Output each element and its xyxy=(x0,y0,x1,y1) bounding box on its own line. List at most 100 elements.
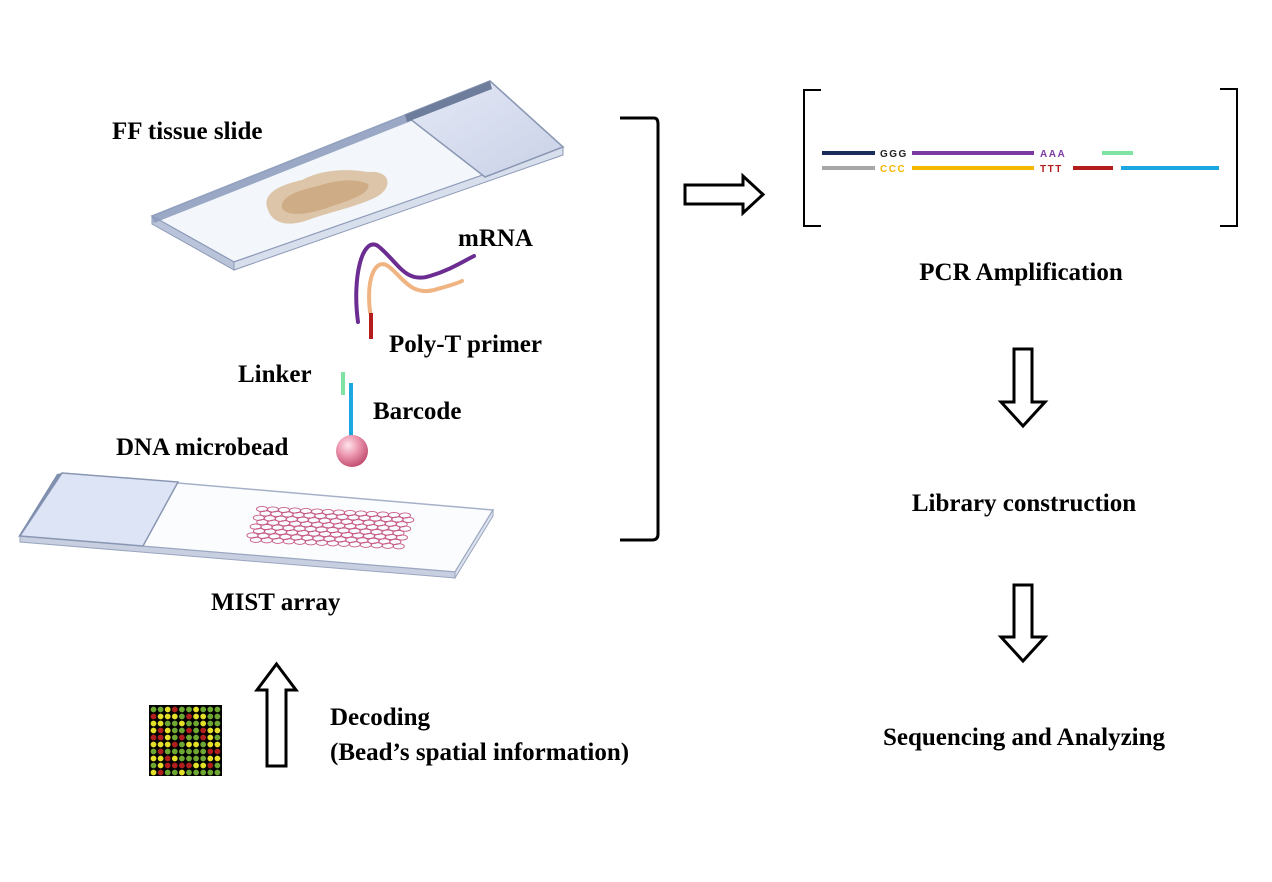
array-spot xyxy=(392,543,405,550)
decode-dot xyxy=(150,741,157,748)
decode-dot xyxy=(186,734,192,741)
decode-dot xyxy=(193,741,200,748)
decode-dot xyxy=(164,769,171,776)
decode-dot xyxy=(164,748,171,755)
decode-dot xyxy=(193,727,200,734)
decode-dot xyxy=(164,727,171,734)
mrna-strand xyxy=(354,242,476,324)
decode-dot xyxy=(207,734,214,741)
decode-dot xyxy=(193,762,200,769)
decode-dot xyxy=(164,713,171,720)
decode-dot xyxy=(179,734,185,741)
decode-dot xyxy=(214,720,221,727)
decode-dot xyxy=(171,720,178,727)
decode-dot xyxy=(186,741,192,748)
decode-dot xyxy=(186,755,192,762)
decode-dot xyxy=(214,734,221,741)
decode-dot xyxy=(171,748,178,755)
seq-aaa: AAA xyxy=(1040,149,1066,160)
library-construction-label: Library construction xyxy=(912,490,1136,517)
decode-dot xyxy=(193,734,200,741)
seq-ggg: GGG xyxy=(880,149,908,160)
decode-dot xyxy=(164,762,171,769)
mist-array-slide: MIST array xyxy=(18,472,495,616)
decode-dot xyxy=(150,734,157,741)
decode-dot xyxy=(171,706,178,713)
decode-dot xyxy=(157,762,164,769)
mist-array-label: MIST array xyxy=(211,589,341,616)
decode-dot xyxy=(179,762,185,769)
decode-dot xyxy=(207,748,214,755)
sequencing-analyzing-label: Sequencing and Analyzing xyxy=(883,724,1166,751)
decode-dot xyxy=(200,769,207,776)
decode-dot xyxy=(207,727,214,734)
decode-dot xyxy=(150,762,157,769)
decode-dot xyxy=(200,713,207,720)
decode-dot xyxy=(157,755,164,762)
dna-microbead-label: DNA microbead xyxy=(116,434,289,461)
decode-dot xyxy=(179,769,185,776)
decode-dot xyxy=(157,734,164,741)
decode-dot xyxy=(179,727,185,734)
tissue-section xyxy=(266,170,388,224)
decode-dot xyxy=(193,706,200,713)
decode-dot xyxy=(150,706,157,713)
decode-dot xyxy=(207,755,214,762)
pcr-amplification-label: PCR Amplification xyxy=(919,259,1123,286)
decode-dot xyxy=(214,762,221,769)
decode-dot xyxy=(157,741,164,748)
decode-dot xyxy=(207,769,214,776)
decode-dot xyxy=(186,762,192,769)
left-square-bracket xyxy=(803,89,821,227)
decode-dot xyxy=(207,720,214,727)
decode-dot xyxy=(157,713,164,720)
array-spot xyxy=(399,525,412,532)
decode-dot xyxy=(214,706,221,713)
decode-dot xyxy=(193,769,200,776)
mrna-label: mRNA xyxy=(458,225,533,252)
decode-dot xyxy=(200,762,207,769)
decode-dot xyxy=(157,727,164,734)
decode-dot xyxy=(171,713,178,720)
decode-dot xyxy=(186,769,192,776)
array-spot xyxy=(402,516,415,523)
decode-dot xyxy=(186,706,192,713)
decode-dot xyxy=(200,741,207,748)
decode-dot xyxy=(179,748,185,755)
decode-dot xyxy=(214,713,221,720)
dna-microbead xyxy=(336,435,368,467)
decode-dot xyxy=(150,755,157,762)
up-arrow-icon xyxy=(254,661,299,768)
decode-dot xyxy=(164,720,171,727)
decode-dot xyxy=(207,713,214,720)
decode-dot xyxy=(186,727,192,734)
decode-dot xyxy=(193,755,200,762)
down-arrow-icon-2 xyxy=(997,583,1049,664)
linker-label: Linker xyxy=(238,361,312,388)
decode-dot xyxy=(193,713,200,720)
decode-dot xyxy=(150,769,157,776)
decode-dot xyxy=(164,706,171,713)
cdna-strand xyxy=(367,262,464,314)
decode-dot xyxy=(171,762,178,769)
decode-dot xyxy=(193,720,200,727)
decode-dot xyxy=(214,769,221,776)
decode-dot xyxy=(164,734,171,741)
decode-dot xyxy=(207,741,214,748)
decode-dot xyxy=(164,741,171,748)
decode-dot xyxy=(164,755,171,762)
group-bracket xyxy=(620,116,660,542)
decode-dot xyxy=(150,720,157,727)
decode-dot xyxy=(157,720,164,727)
decode-dot xyxy=(193,748,200,755)
decode-dot xyxy=(179,713,185,720)
decode-dot xyxy=(157,748,164,755)
decode-dot xyxy=(200,748,207,755)
down-arrow-icon-1 xyxy=(997,347,1049,429)
decoding-section: Decoding (Bead’s spatial information) xyxy=(149,661,629,776)
array-spot xyxy=(396,534,408,541)
decode-dot xyxy=(157,769,164,776)
decode-dot xyxy=(207,706,214,713)
decode-dot xyxy=(171,727,178,734)
